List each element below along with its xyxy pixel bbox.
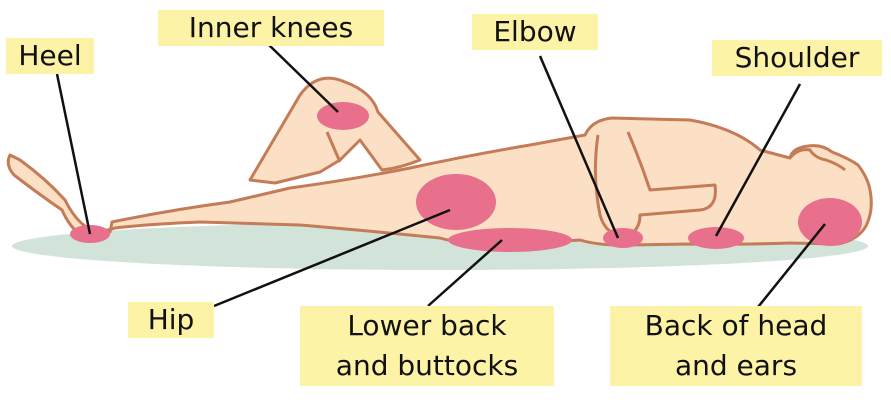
back-of-head-label-line2: and ears	[622, 346, 850, 386]
bent-leg	[250, 78, 420, 183]
hip-pressure	[416, 174, 496, 230]
shoulder-label: Shoulder	[712, 40, 882, 76]
elbow-pressure	[603, 228, 643, 248]
shoulder-pressure	[688, 227, 744, 249]
lower-back-label: Lower back and buttocks	[300, 306, 554, 386]
lower-back-label-line1: Lower back	[312, 306, 542, 346]
head-pressure	[798, 198, 862, 246]
inner-knees-label-text: Inner knees	[166, 10, 376, 46]
hip-label: Hip	[128, 302, 214, 338]
heel-label-text: Heel	[14, 38, 86, 74]
back-of-head-label: Back of head and ears	[610, 306, 862, 386]
lower-back-pressure	[448, 228, 572, 252]
lower-back-label-line2: and buttocks	[312, 346, 542, 386]
inner-knees-label: Inner knees	[158, 10, 384, 46]
elbow-label-text: Elbow	[480, 14, 590, 50]
hip-label-text: Hip	[136, 302, 206, 338]
elbow-label: Elbow	[472, 14, 598, 50]
shoulder-label-text: Shoulder	[720, 40, 874, 76]
back-of-head-label-line1: Back of head	[622, 306, 850, 346]
heel-label: Heel	[6, 38, 94, 74]
inner-knee-pressure	[317, 102, 369, 130]
